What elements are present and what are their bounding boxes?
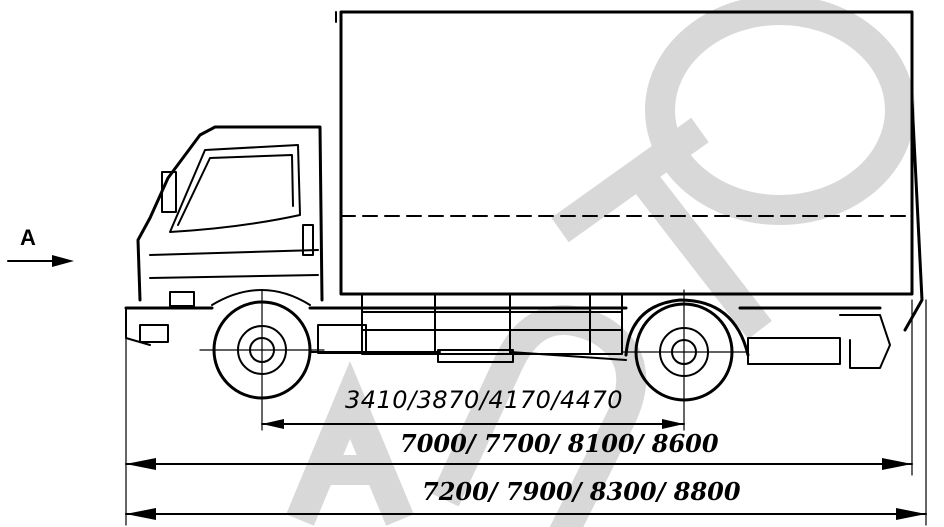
watermark-letter-a [286, 361, 414, 526]
view-label: A [20, 225, 36, 250]
body-length-label: 7000/ 7700/ 8100/ 8600 [400, 429, 719, 458]
wheelbase-label: 3410/3870/4170/4470 [345, 386, 623, 414]
front-wheel [199, 289, 325, 431]
overall-length-label: 7200/ 7900/ 8300/ 8800 [422, 477, 741, 506]
view-arrow: A [7, 225, 74, 267]
watermark-letter-o [645, 0, 915, 225]
cab [136, 125, 324, 343]
dimension-lines [125, 299, 927, 526]
cargo-box [335, 10, 924, 332]
side-guard [317, 293, 623, 363]
rear-wheel [621, 289, 750, 431]
